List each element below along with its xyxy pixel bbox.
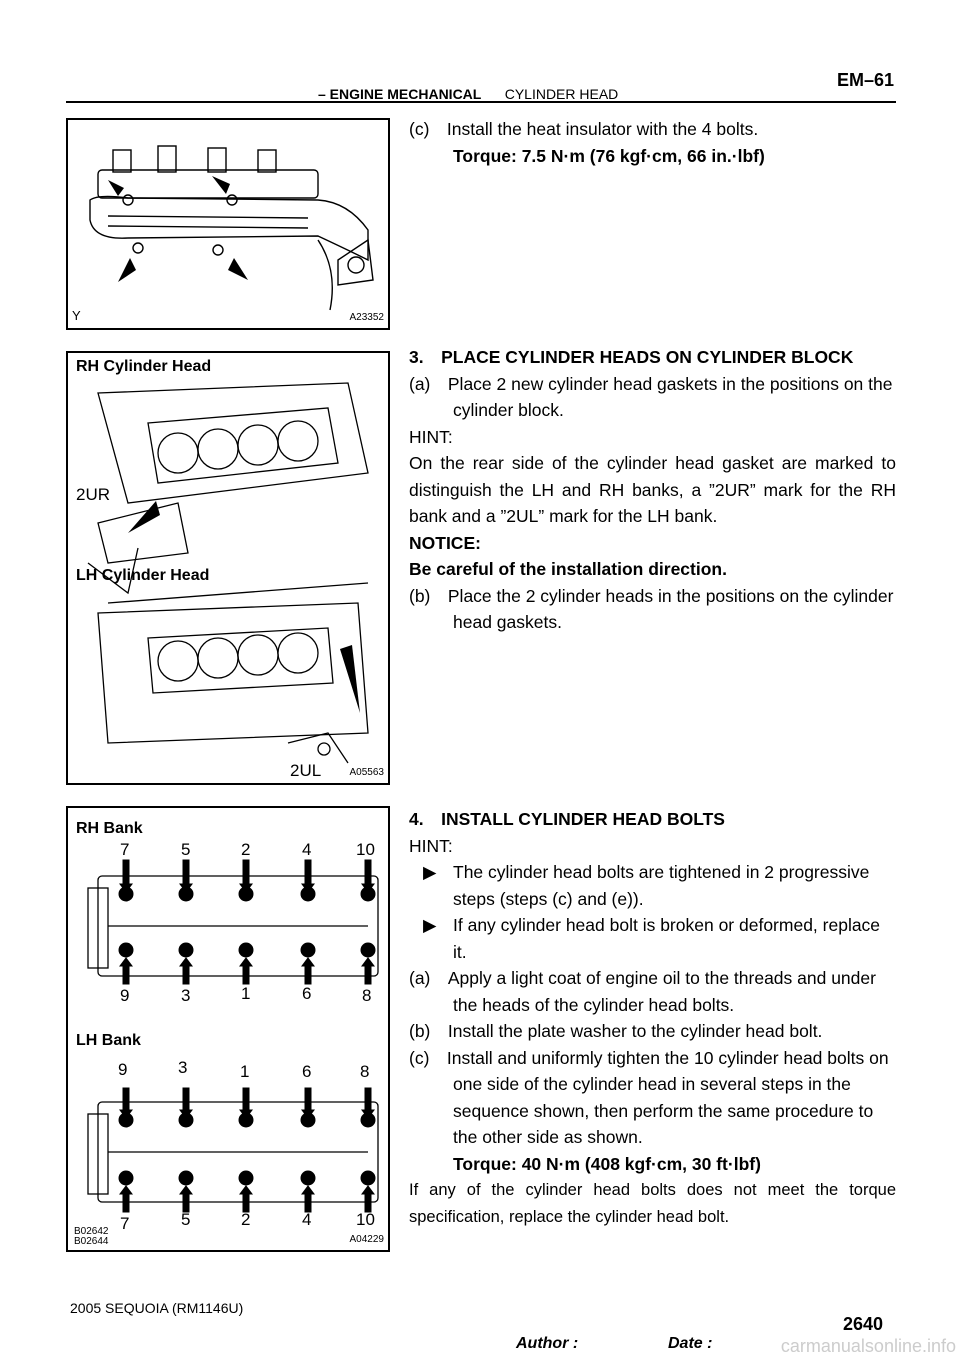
torque-4: Torque: 40 N·m (408 kgf·cm, 30 ft·lbf) [453,1153,761,1174]
rh-top-num: 10 [356,840,375,859]
step-4a: (a) Apply a light coat of engine oil to … [409,968,876,1015]
step-3a: (a) Place 2 new cylinder head gaskets in… [409,373,893,421]
rh-bank-label: RH Bank [76,820,143,837]
lh-bottom-num: 10 [356,1210,375,1229]
header-section: – ENGINE MECHANICAL [318,86,482,102]
lh-top-num: 9 [118,1060,128,1079]
rh-bottom-num: 8 [362,986,372,1005]
bullet-arrow-icon: ▶ [423,915,437,935]
rh-bottom-num: 1 [241,984,251,1003]
heat-insulator-drawing [89,145,374,311]
figure-code-left-2: B02644 [74,1236,109,1247]
figure-code: A23352 [349,312,384,323]
header-subsection: CYLINDER HEAD [504,86,619,102]
text-block-insulator: (c) Install the heat insulator with the … [409,116,896,169]
rh-top-num: 5 [181,840,191,859]
step-3b: (b) Place the 2 cylinder heads in the po… [409,585,894,633]
lh-top-num: 6 [302,1062,312,1081]
figure-corner-mark: Y [72,308,81,323]
rh-bottom-bolts [118,942,376,985]
lh-bottom-num: 2 [241,1210,251,1229]
lh-bottom-bolts [118,1170,376,1213]
hint-3-text: On the rear side of the cylinder head ga… [409,453,896,526]
text-block-install-bolts: 4. INSTALL CYLINDER HEAD BOLTS HINT: ▶ T… [409,806,896,1230]
figure-heat-insulator: Y A23352 [66,118,390,330]
figure-code: A05563 [349,767,384,778]
heading-3: 3. PLACE CYLINDER HEADS ON CYLINDER BLOC… [409,347,854,367]
rh-bottom-num: 9 [120,986,130,1005]
footer-page-number: 2640 [843,1314,884,1334]
step-4c: (c) Install and uniformly tighten the 10… [409,1047,889,1148]
notice-label: NOTICE: [409,532,481,553]
step-4b: (b) Install the plate washer to the cyli… [409,1021,823,1041]
lh-top-num: 3 [178,1058,188,1077]
lh-bottom-num: 7 [120,1214,130,1233]
bullet-item: ▶ The cylinder head bolts are tightened … [409,859,896,912]
bullet-2: If any cylinder head bolt is broken or d… [453,915,881,962]
bullet-arrow-icon: ▶ [423,862,437,882]
watermark: carmanualsonline.info [780,1336,956,1356]
rh-top-num: 2 [241,840,251,859]
mark-2ur: 2UR [76,485,111,504]
page-header: – ENGINE MECHANICAL CYLINDER HEAD [318,86,618,102]
mark-2ul: 2UL [290,761,322,780]
rh-top-num: 4 [302,840,312,859]
lh-cylinder-head-label: LH Cylinder Head [76,567,210,584]
figure-bolt-sequence: RH Bank 7 5 2 4 10 9 3 1 6 8 LH Bank 9 3… [66,806,390,1252]
lh-top-num: 1 [240,1062,250,1081]
figure-code: A04229 [349,1234,384,1245]
header-rule [66,101,896,103]
rh-cylinder-head-label: RH Cylinder Head [76,358,212,375]
hint-3-label: HINT: [409,426,453,447]
notice-text: Be careful of the installation direction… [409,559,727,579]
lh-bottom-num: 4 [302,1210,312,1229]
rh-top-num: 7 [120,840,130,859]
step-c-insulator: (c) Install the heat insulator with the … [409,119,759,139]
bullet-1: The cylinder head bolts are tightened in… [453,862,870,909]
torque-insulator: Torque: 7.5 N·m (76 kgf·cm, 66 in.·lbf) [453,145,765,166]
figure-cylinder-heads: RH Cylinder Head 2UR LH Cylinder Head 2U… [66,351,390,785]
cylinder-heads-drawing [87,382,369,764]
lh-top-bolts [118,1087,376,1128]
page-code: EM–61 [836,70,894,90]
rh-top-bolts [118,859,376,902]
text-block-place-heads: 3. PLACE CYLINDER HEADS ON CYLINDER BLOC… [409,344,896,636]
rh-bottom-num: 3 [181,986,191,1005]
lh-bottom-num: 5 [181,1210,191,1229]
lh-top-num: 8 [360,1062,370,1081]
footer-author: Author : [516,1335,579,1352]
heading-4: 4. INSTALL CYLINDER HEAD BOLTS [409,809,725,829]
bullet-item: ▶ If any cylinder head bolt is broken or… [409,912,896,965]
bolt-sequence-drawing [87,859,379,1213]
footer-model: 2005 SEQUOIA (RM1146U) [70,1300,244,1316]
lh-bank-label: LH Bank [76,1032,141,1049]
final-text: If any of the cylinder head bolts does n… [409,1181,896,1226]
figure-code-left-1: B02642 [74,1226,109,1237]
footer-date: Date : [668,1335,713,1352]
rh-bottom-num: 6 [302,984,312,1003]
hint-4-label: HINT: [409,835,453,856]
